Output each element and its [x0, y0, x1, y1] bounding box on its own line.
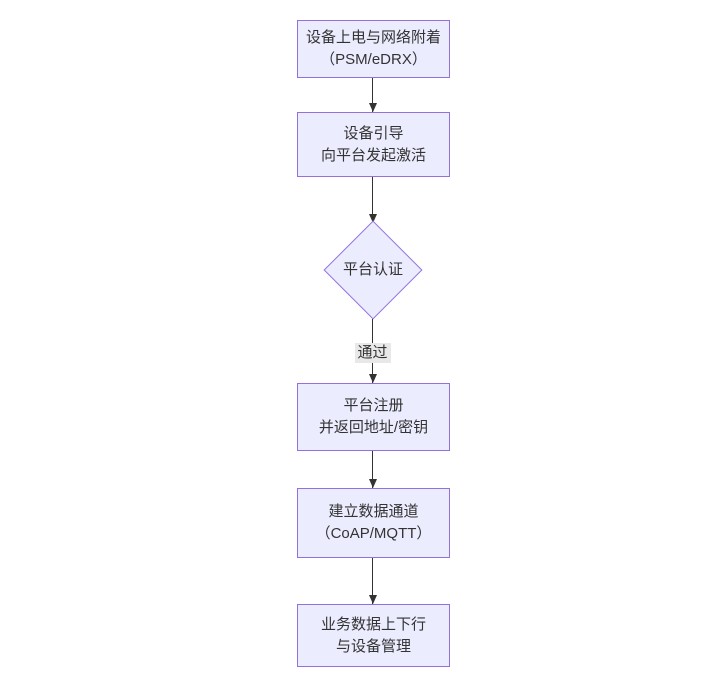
node-text: 建立数据通道	[328, 503, 419, 520]
node-text: 业务数据上下行	[320, 615, 426, 633]
node-text: 设备引导	[343, 124, 404, 142]
node-business-data: 业务数据上下行 与设备管理	[297, 604, 450, 667]
node-text: 向平台发起激活	[320, 146, 426, 164]
arrowhead-icon	[368, 214, 377, 223]
edge-connector: 通过	[354, 319, 391, 383]
edge-label-pass: 通过	[354, 343, 391, 363]
edge-connector	[368, 177, 377, 223]
node-text: 平台认证	[342, 261, 403, 278]
node-text: 平台注册	[343, 397, 404, 414]
node-text: 设备上电与网络附着	[305, 29, 441, 46]
node-device-bootstrap: 设备引导 向平台发起激活	[297, 112, 450, 177]
edge-connector	[368, 451, 377, 488]
arrowhead-icon	[368, 479, 377, 488]
node-text: 并返回地址/密钥	[318, 419, 429, 436]
arrowhead-icon	[368, 103, 377, 112]
node-data-channel: 建立数据通道 （CoAP/MQTT）	[297, 488, 450, 558]
node-text: 与设备管理	[335, 637, 411, 655]
node-text: （PSM/eDRX）	[320, 51, 427, 68]
edge-connector	[368, 78, 377, 112]
node-power-network-attach: 设备上电与网络附着 （PSM/eDRX）	[297, 20, 450, 78]
edge-connector	[368, 558, 377, 604]
node-text: （CoAP/MQTT）	[315, 525, 432, 542]
node-platform-register: 平台注册 并返回地址/密钥	[297, 383, 450, 451]
arrowhead-icon	[368, 374, 377, 383]
arrowhead-icon	[368, 595, 377, 604]
